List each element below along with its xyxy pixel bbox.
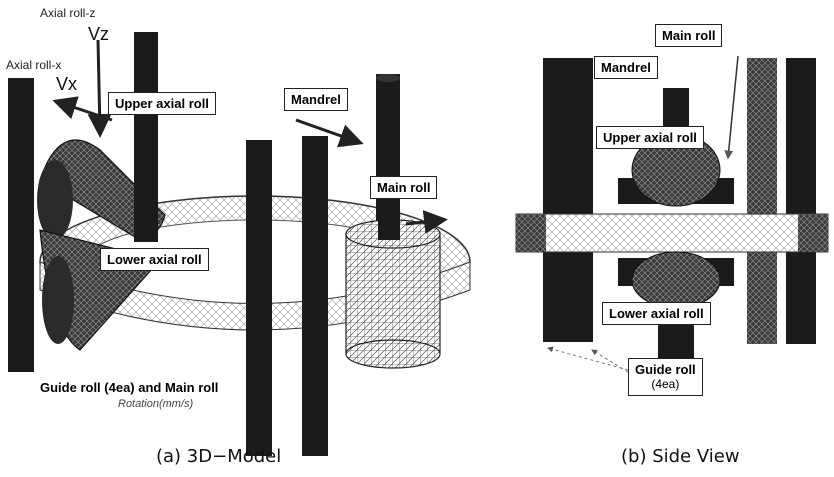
rotation-label: Rotation(mm/s)	[118, 398, 194, 410]
side-lower-axial-roll	[618, 251, 734, 309]
guide-roll-4	[302, 136, 328, 456]
mandrel-label: Mandrel	[284, 88, 348, 111]
main-roll-arrow	[405, 210, 448, 234]
axial-roll-z-label: Axial roll-z	[40, 6, 96, 20]
axial-roll-x-label: Axial roll-x	[6, 58, 62, 72]
main-roll-label: Main roll	[370, 176, 438, 199]
side-guide-roll-2	[747, 58, 777, 344]
guide-roll-1	[8, 78, 34, 372]
side-guide-roll-count: (4ea)	[651, 377, 680, 391]
side-guide-roll-label: Guide roll (4ea)	[628, 358, 703, 396]
vx-arrow	[52, 96, 113, 122]
side-upper-axial-roll	[618, 133, 734, 207]
upper-axial-roll-label: Upper axial roll	[108, 92, 216, 115]
caption-side-view: (b) Side View	[621, 446, 740, 467]
side-guide-arrow-2	[591, 349, 629, 373]
side-guide-roll-3	[786, 58, 816, 344]
caption-3d-model: (a) 3D−Model	[156, 446, 282, 467]
upper-axial-roll-cone	[37, 139, 166, 241]
side-guide-roll-text: Guide roll	[635, 362, 696, 377]
model-3d	[8, 32, 471, 456]
side-guide-arrow-1	[547, 346, 629, 371]
vz-label: Vz	[88, 24, 110, 44]
main-roll-3d	[345, 74, 441, 369]
guide-roll-3	[246, 140, 272, 456]
side-main-roll-arrow	[724, 55, 739, 160]
vz-arrow	[87, 39, 112, 138]
lower-axial-roll-label: Lower axial roll	[100, 248, 209, 271]
side-ring-band	[515, 213, 829, 253]
vx-label: Vx	[56, 74, 78, 94]
guide-main-roll-label: Guide roll (4ea) and Main roll	[40, 380, 219, 395]
side-lower-axial-roll-label: Lower axial roll	[602, 302, 711, 325]
mandrel-arrow	[295, 118, 364, 148]
guide-roll-2	[134, 32, 158, 242]
side-upper-axial-roll-label: Upper axial roll	[596, 126, 704, 149]
side-mandrel-label: Mandrel	[594, 56, 658, 79]
side-guide-roll-1	[543, 58, 593, 342]
side-main-roll-label: Main roll	[655, 24, 723, 47]
model-side	[515, 55, 829, 374]
